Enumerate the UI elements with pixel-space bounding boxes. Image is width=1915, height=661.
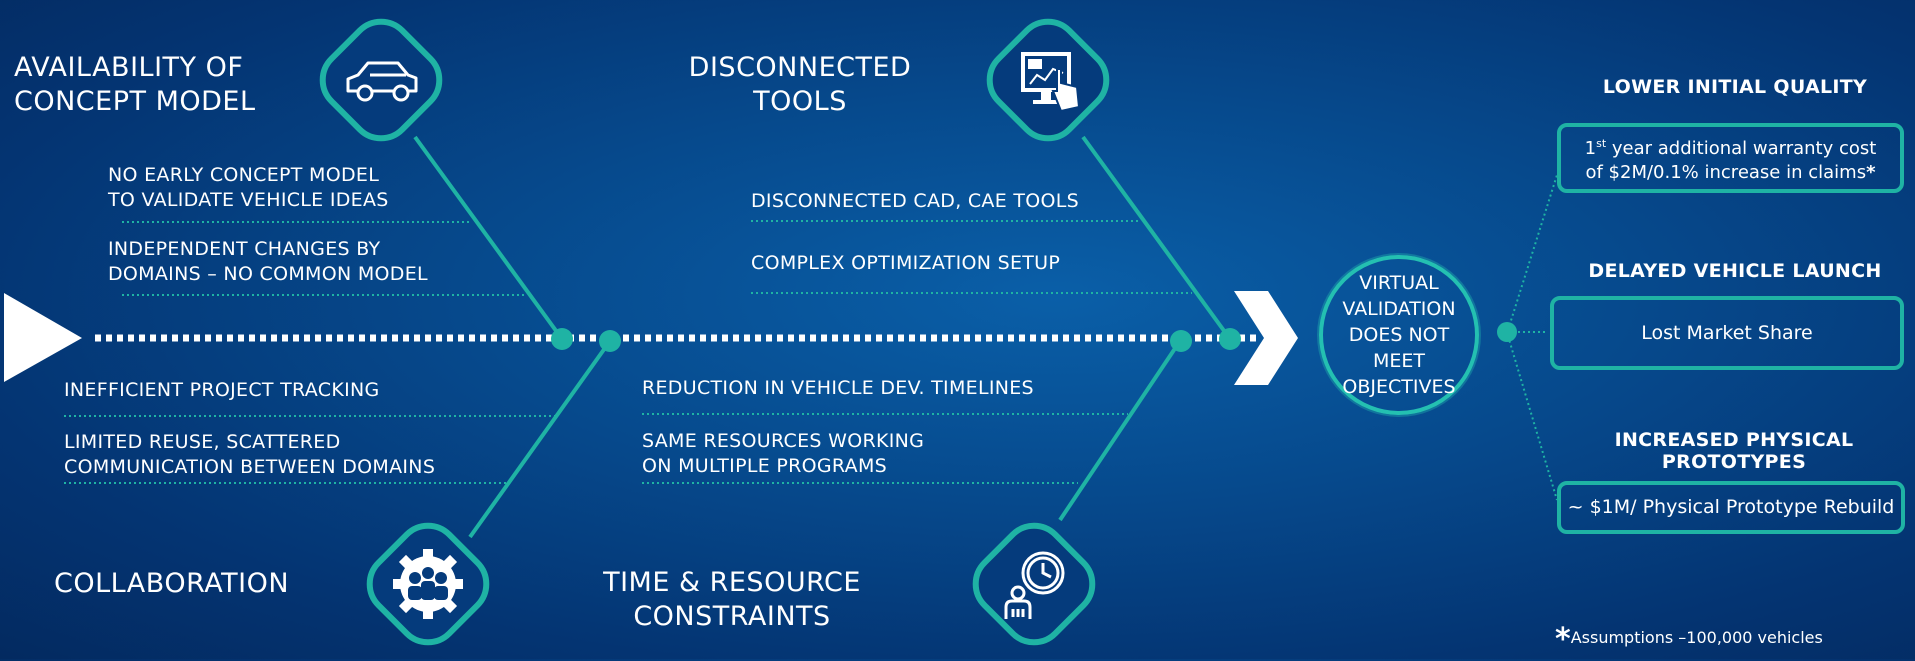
cause-item: REDUCTION IN VEHICLE DEV. TIMELINES	[642, 377, 1034, 399]
effect-heading: LOWER INITIAL QUALITY	[1602, 76, 1868, 98]
bone-concept	[413, 135, 564, 341]
cause-item: SAME RESOURCES WORKING ON MULTIPLE PROGR…	[642, 429, 924, 479]
outcome-line: DOES NOT MEET	[1348, 324, 1450, 372]
cause-item: INDEPENDENT CHANGES BY DOMAINS – NO COMM…	[108, 237, 428, 287]
cause-line: SAME RESOURCES WORKING	[642, 430, 925, 452]
outcome-line: OBJECTIVES	[1342, 376, 1456, 398]
effect-box: ~ $1M/ Physical Prototype Rebuild	[1557, 481, 1905, 534]
effect-box-line: 1st year additional warranty cost	[1584, 136, 1877, 159]
effect-heading: INCREASED PHYSICAL PROTOTYPES	[1614, 429, 1854, 473]
category-title-line: CONSTRAINTS	[633, 601, 831, 632]
category-title-time: TIME & RESOURCE CONSTRAINTS	[592, 566, 872, 634]
category-title-concept: AVAILABILITY OF CONCEPT MODEL	[14, 51, 256, 119]
outcome-line: VIRTUAL	[1359, 272, 1439, 294]
cause-item: LIMITED REUSE, SCATTERED COMMUNICATION B…	[64, 430, 435, 480]
junction-dot	[1497, 322, 1517, 342]
footnote: *Assumptions –100,000 vehicles	[1555, 622, 1823, 657]
cause-line: LIMITED REUSE, SCATTERED	[64, 431, 341, 453]
junction-dot	[551, 328, 573, 350]
spine-start-arrow	[4, 293, 82, 382]
cause-line: ON MULTIPLE PROGRAMS	[642, 455, 887, 477]
junction-dot	[1219, 328, 1241, 350]
cause-line: INDEPENDENT CHANGES BY	[108, 238, 381, 260]
junction-dot	[599, 330, 621, 352]
cause-item: NO EARLY CONCEPT MODEL TO VALIDATE VEHIC…	[108, 163, 389, 213]
effect-box: Lost Market Share	[1550, 296, 1904, 370]
cause-item: COMPLEX OPTIMIZATION SETUP	[751, 252, 1061, 274]
spine-end-chevron	[1234, 291, 1298, 385]
category-title-tools: DISCONNECTED TOOLS	[680, 51, 920, 119]
outcome-circle: VIRTUAL VALIDATION DOES NOT MEET OBJECTI…	[1319, 255, 1479, 415]
footnote-text: Assumptions –100,000 vehicles	[1570, 628, 1823, 647]
effect-connector	[1507, 335, 1558, 501]
cause-item: INEFFICIENT PROJECT TRACKING	[64, 379, 380, 401]
cause-line: NO EARLY CONCEPT MODEL	[108, 164, 380, 186]
footnote-mark: *	[1555, 622, 1571, 657]
bone-collaboration	[468, 339, 612, 539]
category-title-line: CONCEPT MODEL	[14, 86, 256, 117]
effect-box: 1st year additional warranty cost of $2M…	[1557, 123, 1904, 193]
cause-line: COMMUNICATION BETWEEN DOMAINS	[64, 456, 436, 478]
effect-heading: DELAYED VEHICLE LAUNCH	[1588, 260, 1882, 282]
clock-person-icon	[961, 511, 1107, 661]
cause-line: TO VALIDATE VEHICLE IDEAS	[108, 189, 389, 211]
category-title-line: DISCONNECTED	[688, 52, 912, 83]
junction-dot	[1170, 330, 1192, 352]
car-icon	[308, 7, 454, 157]
cause-line: DOMAINS – NO COMMON MODEL	[108, 263, 428, 285]
bone-tools	[1081, 135, 1232, 341]
outcome-line: VALIDATION	[1342, 298, 1456, 320]
cause-item: DISCONNECTED CAD, CAE TOOLS	[751, 190, 1080, 212]
effect-box-line: of $2M/0.1% increase in claims*	[1585, 161, 1876, 183]
category-title-collaboration: COLLABORATION	[54, 568, 290, 599]
effect-connector	[1507, 174, 1558, 331]
category-title-line: AVAILABILITY OF	[14, 52, 244, 83]
category-title-line: TOOLS	[753, 86, 847, 117]
category-title-line: TIME & RESOURCE	[603, 567, 861, 598]
bone-time	[1058, 339, 1182, 522]
touch-screen-icon	[975, 7, 1121, 157]
team-gear-icon	[355, 511, 501, 661]
